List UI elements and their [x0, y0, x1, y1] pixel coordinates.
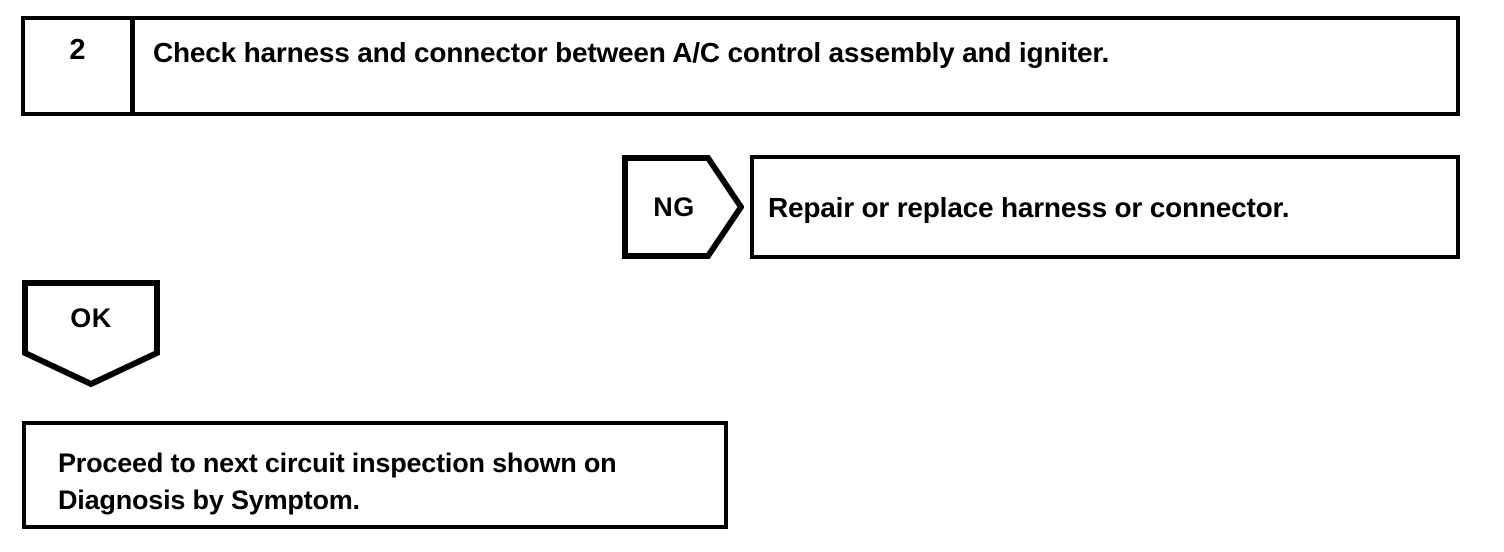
proceed-text: Proceed to next circuit inspection shown… [58, 445, 617, 520]
repair-text: Repair or replace harness or connector. [768, 192, 1290, 223]
proceed-box: Proceed to next circuit inspection shown… [22, 421, 728, 529]
proceed-text-line-1: Proceed to next circuit inspection shown… [58, 448, 617, 478]
ng-arrow-shape [622, 155, 744, 259]
ng-arrow: NG [622, 155, 744, 259]
ok-arrow-shape [22, 280, 160, 387]
ok-arrow: OK [22, 280, 160, 387]
ng-label: NG [653, 191, 695, 222]
step-number: 2 [69, 34, 86, 66]
step-instruction: Check harness and connector between A/C … [153, 37, 1110, 68]
proceed-text-line-2: Diagnosis by Symptom. [58, 485, 360, 516]
step-box: 2 Check harness and connector between A/… [21, 16, 1460, 116]
repair-box: Repair or replace harness or connector. [750, 155, 1460, 259]
step-number-cell: 2 [25, 20, 135, 112]
ok-label: OK [70, 302, 112, 333]
